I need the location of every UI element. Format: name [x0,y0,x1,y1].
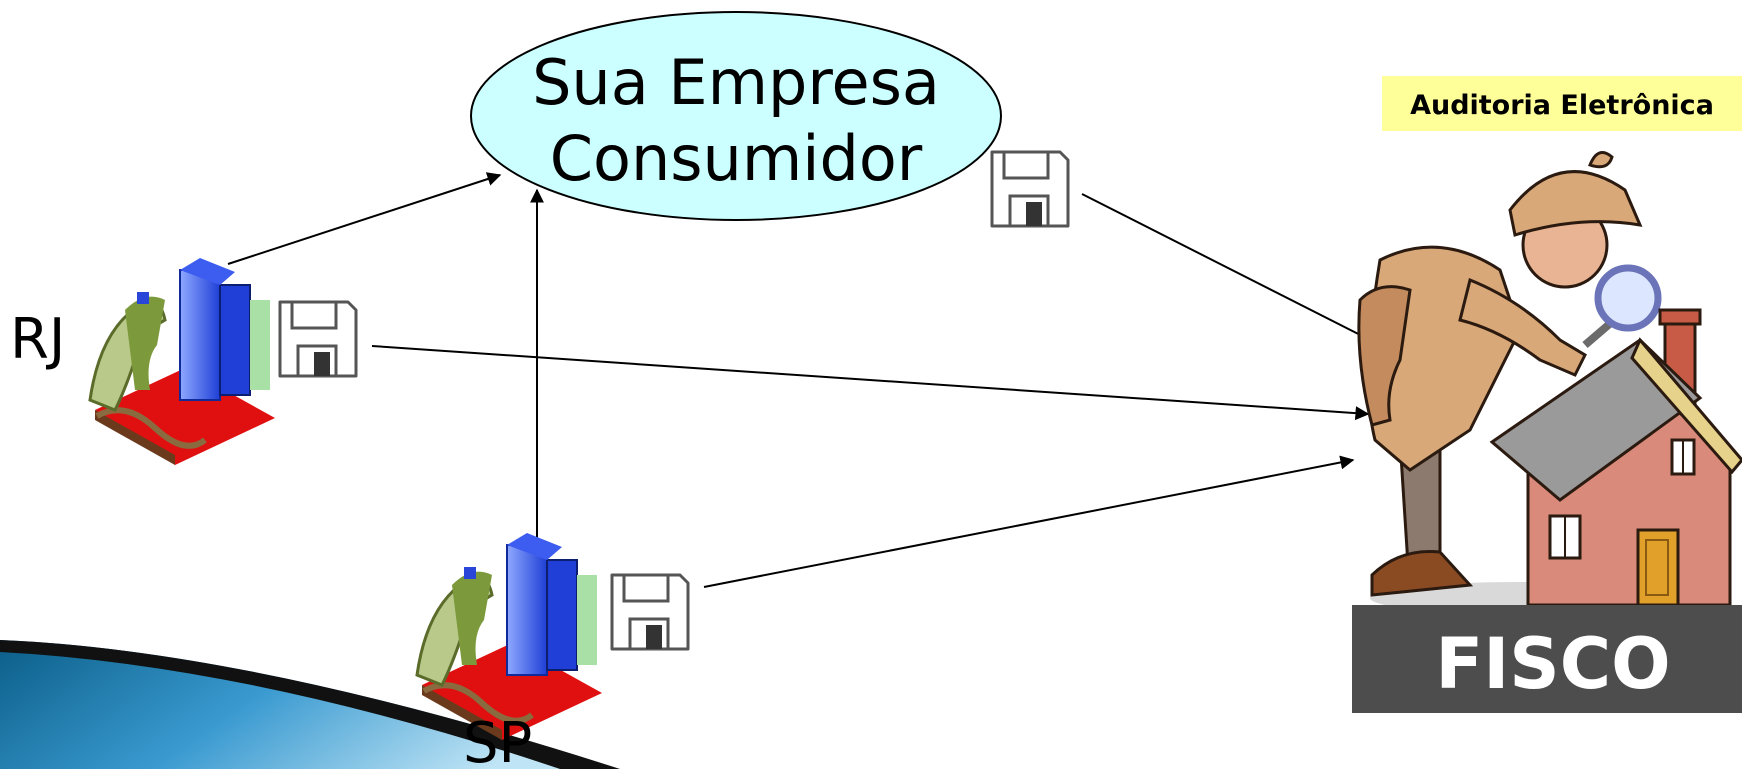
sp-node: SP [417,533,690,769]
rj-node: RJ [10,258,358,465]
sp-floppy-disk-icon [610,573,690,651]
audit-badge-text: Auditoria Eletrônica [1410,90,1714,121]
rj-floppy-disk-icon [278,300,358,378]
connections [227,172,1386,588]
audit-badge-bg [1382,76,1742,131]
arrow-rj-to-empresa [227,172,502,265]
arrow-empresa-to-fisco [1081,193,1386,348]
company-name-line2: Consumidor [550,122,923,195]
sp-building-icon [417,533,602,740]
company-name-line1: Sua Empresa [532,46,940,119]
sp-label: SP [463,711,532,769]
arrow-sp-to-fisco [703,455,1355,588]
company-consumer-node: Sua Empresa Consumidor [470,11,1002,221]
arrow-rj-to-fisco [371,345,1370,421]
house-icon [1489,308,1742,607]
corner-swoosh [0,640,620,769]
fisco-bar [1352,605,1742,713]
rj-label: RJ [10,307,65,372]
audit-badge: Auditoria Eletrônica [1382,76,1742,131]
company-floppy-disk-icon [990,150,1070,228]
fisco-node: FISCO [1352,605,1742,713]
fisco-label: FISCO [1435,623,1670,705]
rj-building-icon [90,258,275,465]
company-ellipse [470,11,1002,221]
